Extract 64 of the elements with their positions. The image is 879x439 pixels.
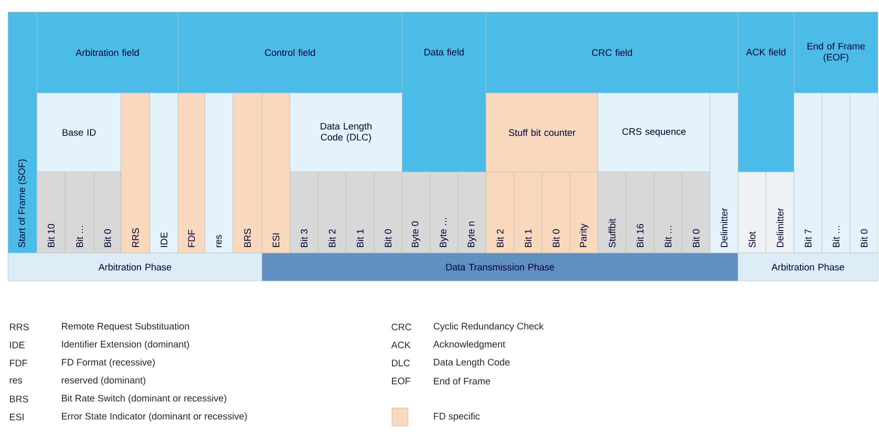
field-header: Control field bbox=[178, 12, 402, 94]
abbreviation: DLC bbox=[392, 360, 410, 366]
abbreviation-definition: Acknowledgment bbox=[433, 340, 506, 350]
bit-cell: Bit … bbox=[64, 172, 94, 254]
subfield-cell: Bit 0 bbox=[850, 92, 878, 254]
bit-cell: Bit 0 bbox=[374, 172, 402, 254]
subfield-cell: Bit … bbox=[822, 92, 850, 254]
bit-cell: Bit 10 bbox=[36, 172, 66, 254]
bit-cell: Bit 3 bbox=[290, 172, 318, 254]
bit-cell: Bit 0 bbox=[542, 172, 570, 254]
field-header: Arbitration field bbox=[36, 12, 178, 94]
bit-cell: Bit 2 bbox=[318, 172, 346, 254]
subfield-cell: Bit 7 bbox=[794, 92, 822, 254]
bit-cell: Bit 2 bbox=[486, 172, 514, 254]
bit-cell: ESI bbox=[262, 92, 290, 254]
legend-text: FD specific bbox=[434, 412, 480, 422]
abbreviation: CRC bbox=[392, 324, 412, 330]
abbreviation-definition: Cyclic Redundancy Check bbox=[434, 322, 544, 332]
field-header: End of Frame (EOF) bbox=[794, 12, 878, 94]
bit-cell: FDF bbox=[178, 92, 206, 254]
bit-cell: Bit 1 bbox=[514, 172, 542, 254]
abbreviation-definition: Remote Request Substituation bbox=[62, 322, 189, 332]
abbreviation-definition: FD Format (recessive) bbox=[62, 358, 155, 368]
abbreviation: EOF bbox=[392, 378, 410, 384]
bit-cell: BRS bbox=[232, 92, 262, 254]
abbreviation-definition: Error State Indicator (dominant or recessive) bbox=[62, 412, 247, 422]
bit-cell: Byte n bbox=[458, 172, 486, 254]
subfield-cell: Data Length Code (DLC) bbox=[290, 92, 402, 172]
bit-cell: Stuff bit counter bbox=[486, 92, 598, 172]
abbreviation: BRS bbox=[10, 396, 28, 402]
abbreviation: RRS bbox=[10, 324, 29, 330]
phase-bar: Arbitration Phase bbox=[738, 252, 878, 282]
bit-cell: Bit 1 bbox=[346, 172, 374, 254]
bit-cell: Bit … bbox=[654, 172, 682, 254]
subfield-cell: CRS sequence bbox=[598, 92, 710, 172]
bit-cell: RRS bbox=[120, 92, 150, 254]
abbreviation: res bbox=[10, 378, 22, 384]
start-of-frame-cell: Start of Frame (SOF) bbox=[8, 12, 38, 254]
abbreviation: IDE bbox=[10, 342, 25, 348]
phase-bar: Data Transmission Phase bbox=[262, 252, 738, 282]
abbreviation-definition: Identifier Extension (dominant) bbox=[62, 340, 189, 350]
subfield-cell: IDE bbox=[150, 92, 178, 254]
bit-cell: Slot bbox=[738, 172, 766, 254]
abbreviation-definition: Data Length Code bbox=[434, 358, 510, 368]
bit-cell: Stuffbit bbox=[598, 172, 626, 254]
bit-cell: Delimitter bbox=[766, 172, 794, 254]
field-header: Data field bbox=[402, 12, 486, 172]
field-header: ACK field bbox=[738, 12, 794, 172]
abbreviation-definition: reserved (dominant) bbox=[62, 376, 146, 386]
phase-bar: Arbitration Phase bbox=[8, 252, 262, 282]
bit-cell: Byte … bbox=[430, 172, 458, 254]
abbreviation: ACK bbox=[391, 342, 411, 348]
bit-cell: Bit 0 bbox=[682, 172, 710, 254]
bit-cell: Bit 0 bbox=[94, 172, 122, 254]
abbreviation-definition: End of Frame bbox=[434, 378, 490, 384]
abbreviation: ESI bbox=[10, 414, 24, 420]
bit-cell: Parity bbox=[570, 172, 598, 254]
abbreviation-definition: Bit Rate Switch (dominant or recessive) bbox=[62, 394, 226, 404]
subfield-cell: Delimitter bbox=[710, 92, 738, 254]
bit-cell: Bit 16 bbox=[626, 172, 654, 254]
bit-cell: Byte 0 bbox=[402, 172, 430, 254]
subfield-cell: Base ID bbox=[36, 92, 122, 172]
abbreviation: FDF bbox=[10, 360, 28, 366]
subfield-cell: res bbox=[204, 92, 234, 254]
